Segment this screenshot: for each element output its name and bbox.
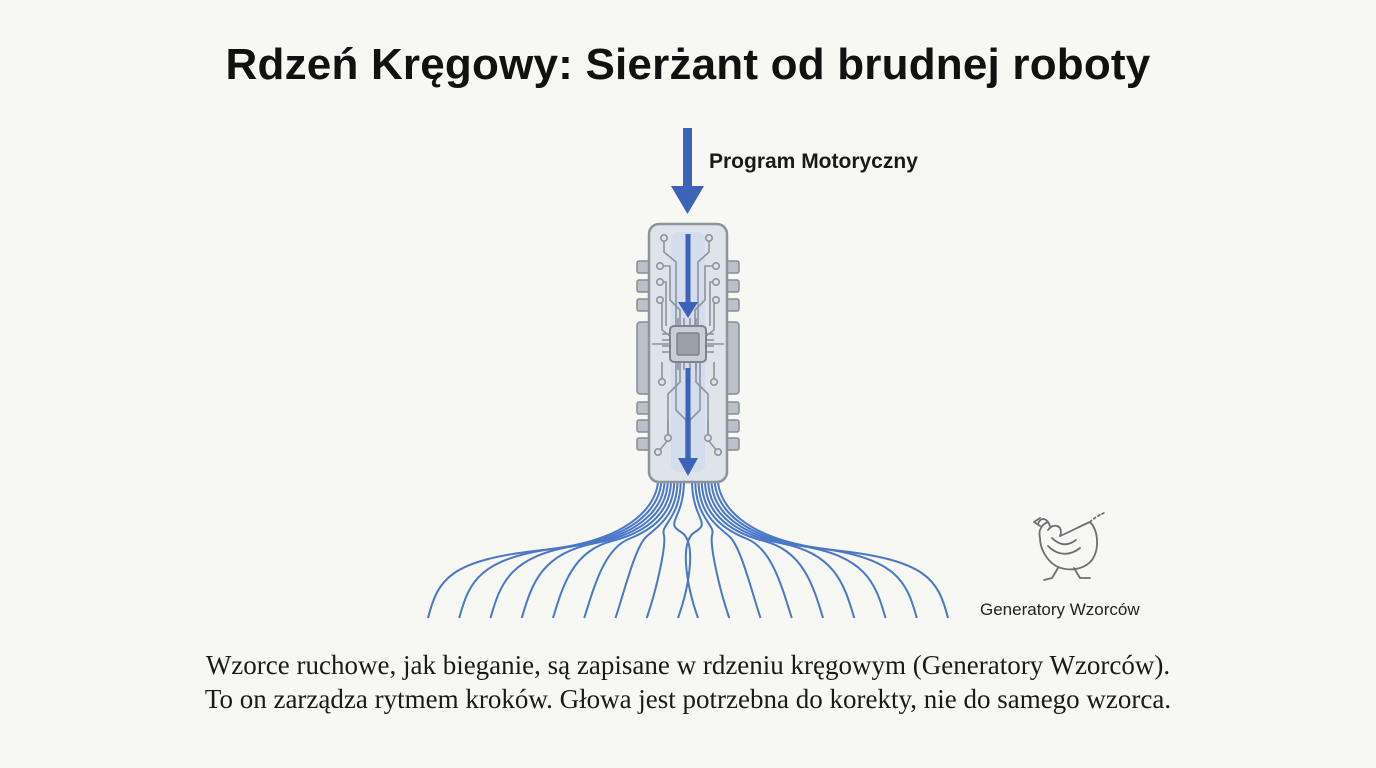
caption-line-1: Wzorce ruchowe, jak bieganie, są zapisan…	[205, 650, 1171, 680]
nerve-fiber-left	[552, 479, 672, 619]
generator-label: Generatory Wzorców	[980, 600, 1140, 619]
nerve-fiber-left	[583, 479, 676, 619]
nerve-fiber-right	[697, 479, 762, 619]
nerve-fibers-icon	[427, 479, 949, 619]
motor-program-label: Program Motoryczny	[709, 150, 918, 173]
chicken-icon	[1033, 511, 1107, 581]
nerve-fiber-right	[684, 479, 703, 619]
nerve-fiber-right	[707, 479, 856, 619]
nerve-fiber-left	[673, 479, 692, 619]
nerve-fiber-right	[710, 479, 887, 619]
chip-icon	[662, 318, 714, 370]
nerve-fiber-right	[694, 479, 731, 619]
down-arrow-icon	[671, 128, 704, 214]
nerve-fiber-right	[717, 479, 949, 619]
caption-line-2: To on zarządza rytmem kroków. Głowa jest…	[204, 684, 1172, 714]
nerve-fiber-left	[645, 479, 682, 619]
signal-arrow-icon	[678, 234, 698, 476]
page-title: Rdzeń Kręgowy: Sierżant od brudnej robot…	[225, 40, 1151, 89]
nerve-fiber-left	[489, 479, 666, 619]
nerve-fiber-right	[700, 479, 793, 619]
nerve-fiber-right	[704, 479, 824, 619]
nerve-fiber-left	[614, 479, 679, 619]
caption: Wzorce ruchowe, jak bieganie, są zapisan…	[0, 648, 1376, 716]
nerve-fiber-left	[520, 479, 669, 619]
circuit-spine-icon	[636, 222, 740, 484]
nerve-fiber-left	[427, 479, 659, 619]
